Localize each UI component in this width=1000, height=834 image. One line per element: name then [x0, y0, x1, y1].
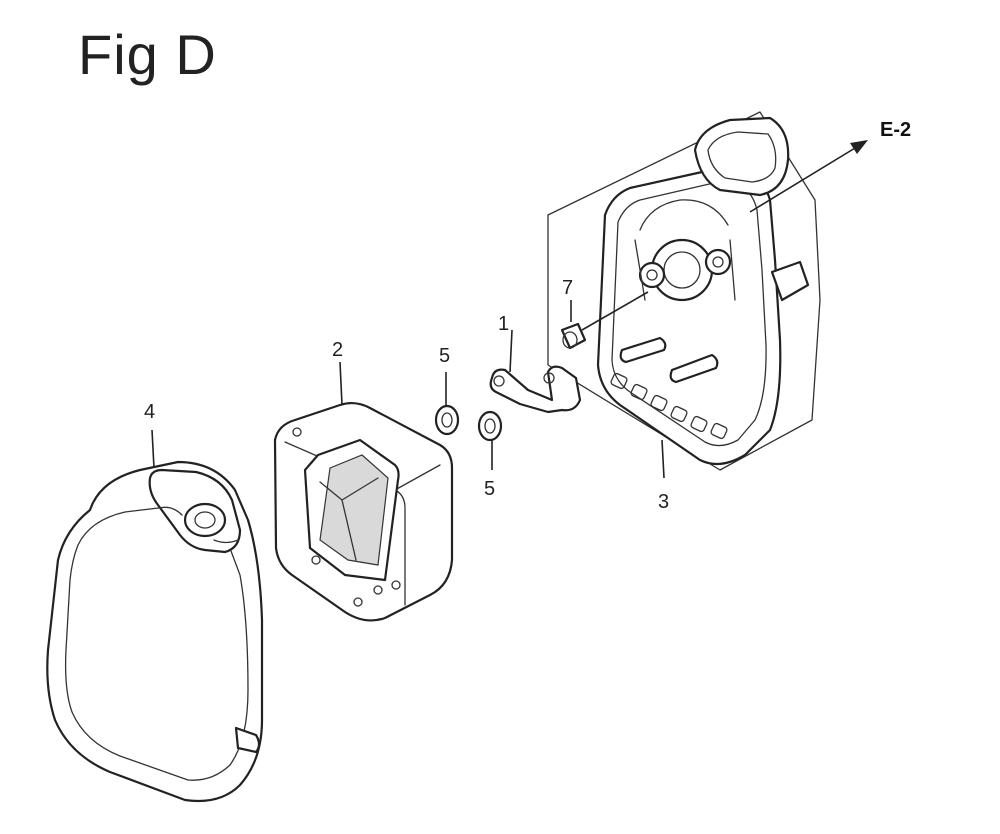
part-2-filter-element: 2	[273, 339, 454, 622]
reference-label: E-2	[880, 119, 911, 141]
callout-5-upper: 5	[439, 345, 450, 367]
figure-title: Fig D	[78, 23, 217, 86]
part-7-collar: 7	[560, 277, 649, 350]
callout-3: 3	[658, 491, 669, 513]
part-5-nut-lower: 5	[477, 410, 503, 500]
callout-2: 2	[332, 339, 343, 361]
part-1-bracket: 1	[489, 313, 582, 414]
part-4-air-cleaner-cover: 4	[46, 401, 264, 803]
callout-4: 4	[144, 401, 155, 423]
part-3-air-cleaner-case: 3	[547, 111, 821, 513]
callout-1: 1	[498, 313, 509, 335]
callout-7: 7	[562, 277, 573, 299]
e2-reference-arrow: E-2	[749, 119, 911, 213]
part-5-nut-upper: 5	[434, 345, 460, 436]
callout-5-lower: 5	[484, 478, 495, 500]
